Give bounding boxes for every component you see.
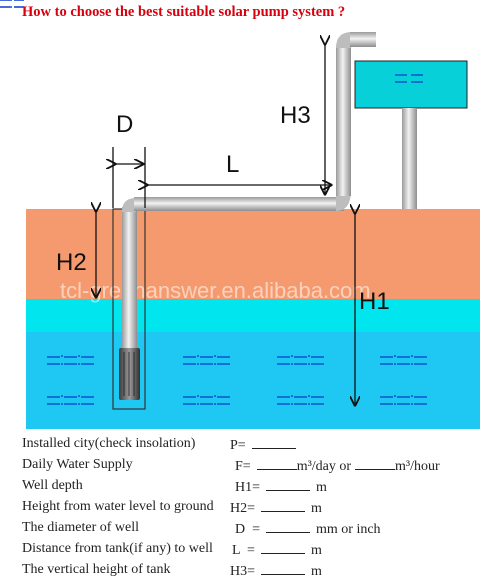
water-wave-symbol xyxy=(183,355,230,365)
label-d: D xyxy=(116,111,133,138)
form-row-field: P= xyxy=(230,434,296,456)
soil-layer xyxy=(26,209,480,299)
field-unit: m xyxy=(310,543,322,558)
form-row-field: H1= m xyxy=(235,476,327,498)
form-row-field: D = mm or inch xyxy=(235,518,381,540)
field-symbol: H2= xyxy=(230,501,256,516)
pipe-elbow-ground xyxy=(122,198,136,212)
tank-water-symbol xyxy=(395,74,423,83)
water-surface-layer xyxy=(26,299,480,332)
outlet-pipe xyxy=(350,32,376,47)
form-row-label: Well depth xyxy=(22,478,83,493)
field-symbol: F= xyxy=(235,459,251,474)
field-symbol: H3= xyxy=(230,564,256,579)
label-l: L xyxy=(226,151,239,178)
water-wave-symbol xyxy=(47,395,94,405)
form-row-field: L = m xyxy=(232,539,322,561)
water-wave-symbol xyxy=(183,395,230,405)
form-row-label: Distance from tank(if any) to well xyxy=(22,541,213,556)
field-unit: m xyxy=(311,501,322,516)
form-row-label: Height from water level to ground xyxy=(22,499,214,514)
field-unit: mm or inch xyxy=(316,522,381,537)
deep-water-layer xyxy=(26,332,480,429)
answer-blank[interactable] xyxy=(261,497,306,512)
form-row-field: H2= m xyxy=(230,497,322,519)
submersible-pump xyxy=(119,348,140,400)
answer-blank[interactable] xyxy=(251,434,296,449)
form-row-field: H3= m xyxy=(230,560,322,582)
answer-blank[interactable] xyxy=(266,518,311,533)
field-unit: m³/day or xyxy=(296,459,352,474)
field-unit: m³/hour xyxy=(395,459,440,474)
water-wave-symbols xyxy=(0,0,24,8)
label-h2: H2 xyxy=(56,249,87,276)
well-pipe xyxy=(122,207,137,348)
answer-blank[interactable] xyxy=(256,455,297,470)
water-symbol-group xyxy=(47,355,427,405)
water-wave-symbol xyxy=(277,395,324,405)
solar-pump-diagram: tcl-greenanswer.en.alibaba.com xyxy=(0,0,480,429)
field-symbol: D = xyxy=(235,522,261,537)
page-title: How to choose the best suitable solar pu… xyxy=(22,4,346,20)
answer-blank[interactable] xyxy=(355,455,396,470)
water-wave-symbol xyxy=(47,355,94,365)
watermark: tcl-greenanswer.en.alibaba.com xyxy=(60,278,371,303)
riser-pipe xyxy=(336,46,351,196)
form-row-label: Daily Water Supply xyxy=(22,457,133,472)
water-tank xyxy=(354,60,468,109)
form-row-label: The diameter of well xyxy=(22,520,140,535)
label-h1: H1 xyxy=(359,288,390,315)
water-wave-symbol xyxy=(380,395,427,405)
pipe-elbow-top xyxy=(336,32,352,48)
tank-stand xyxy=(402,108,417,209)
water-wave-symbol xyxy=(277,355,324,365)
water-wave-symbol xyxy=(380,355,427,365)
answer-blank[interactable] xyxy=(266,476,311,491)
field-symbol: H1= xyxy=(235,480,261,495)
field-symbol: P= xyxy=(230,438,246,453)
field-unit: m xyxy=(311,564,322,579)
dimension-d xyxy=(113,147,146,208)
field-unit: m xyxy=(316,480,327,495)
label-h3: H3 xyxy=(280,102,311,129)
answer-blank[interactable] xyxy=(260,539,305,554)
form-row-label: The vertical height of tank xyxy=(22,562,171,577)
form-row-field: F= m³/day or m³/hour xyxy=(235,455,440,477)
answer-blank[interactable] xyxy=(261,560,306,575)
horizontal-pipe xyxy=(134,197,344,211)
form-row-label: Installed city(check insolation) xyxy=(22,436,196,451)
pump-grooves xyxy=(123,352,135,396)
field-symbol: L = xyxy=(232,543,255,558)
